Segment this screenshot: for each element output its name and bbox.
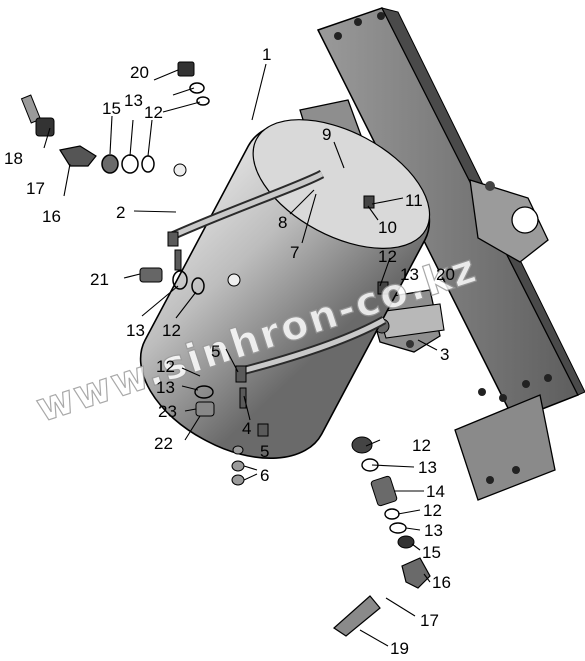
callout-15-upper: 15 [102,99,121,118]
callout-14: 14 [426,482,445,501]
washers-mid-left [172,270,205,295]
callout-23: 23 [158,402,177,421]
air-tank [139,119,431,460]
frame-bracket [469,179,549,263]
plug-20-upper [177,61,195,77]
bottom-fittings [333,436,431,637]
callout-13-bottom-b: 13 [424,521,443,540]
callout-18: 18 [4,149,23,168]
callout-17-lower: 17 [420,611,439,630]
callout-15-lower: 15 [422,543,441,562]
callout-22: 22 [154,434,173,453]
callout-1: 1 [262,45,271,64]
callout-10: 10 [378,218,397,237]
callout-12-upper: 12 [144,103,163,122]
fitting-21 [139,267,163,283]
callout-5-upper: 5 [211,342,220,361]
callout-7: 7 [290,243,299,262]
callout-12-bottom-a: 12 [412,436,431,455]
callout-20-upper: 20 [130,63,149,82]
strap-bolts [167,163,269,437]
callout-8: 8 [278,213,287,232]
callout-16-lower: 16 [432,573,451,592]
leader-lines [43,63,438,647]
callout-12-bottom-b: 12 [423,501,442,520]
callout-2: 2 [116,203,125,222]
callout-3: 3 [440,345,449,364]
callout-4: 4 [242,419,251,438]
callout-5-lower: 5 [260,442,269,461]
callout-21: 21 [90,270,109,289]
callout-labels: 1 2 3 4 5 5 6 7 8 9 10 11 12 12 12 12 12… [4,45,455,658]
nuts-5-6 [231,445,245,486]
callout-12-mid-left: 12 [162,321,181,340]
callout-13-mid-left: 13 [126,321,145,340]
callout-13-upper: 13 [124,91,143,110]
callout-12-left: 12 [156,357,175,376]
washers-upper [101,82,210,174]
callout-20-right: 20 [436,265,455,284]
callout-11: 11 [405,191,423,210]
callout-12-right: 12 [378,247,397,266]
drain-plug-23 [194,385,215,417]
callout-6: 6 [260,466,269,485]
callout-17-upper: 17 [26,179,45,198]
callout-19: 19 [390,639,409,658]
fitting-16-upper [59,145,97,167]
callout-13-bottom-a: 13 [418,458,437,477]
callout-9: 9 [322,125,331,144]
tank-straps [170,170,387,377]
callout-13-left: 13 [156,378,175,397]
callout-13-right: 13 [400,265,419,284]
callout-16-upper: 16 [42,207,61,226]
